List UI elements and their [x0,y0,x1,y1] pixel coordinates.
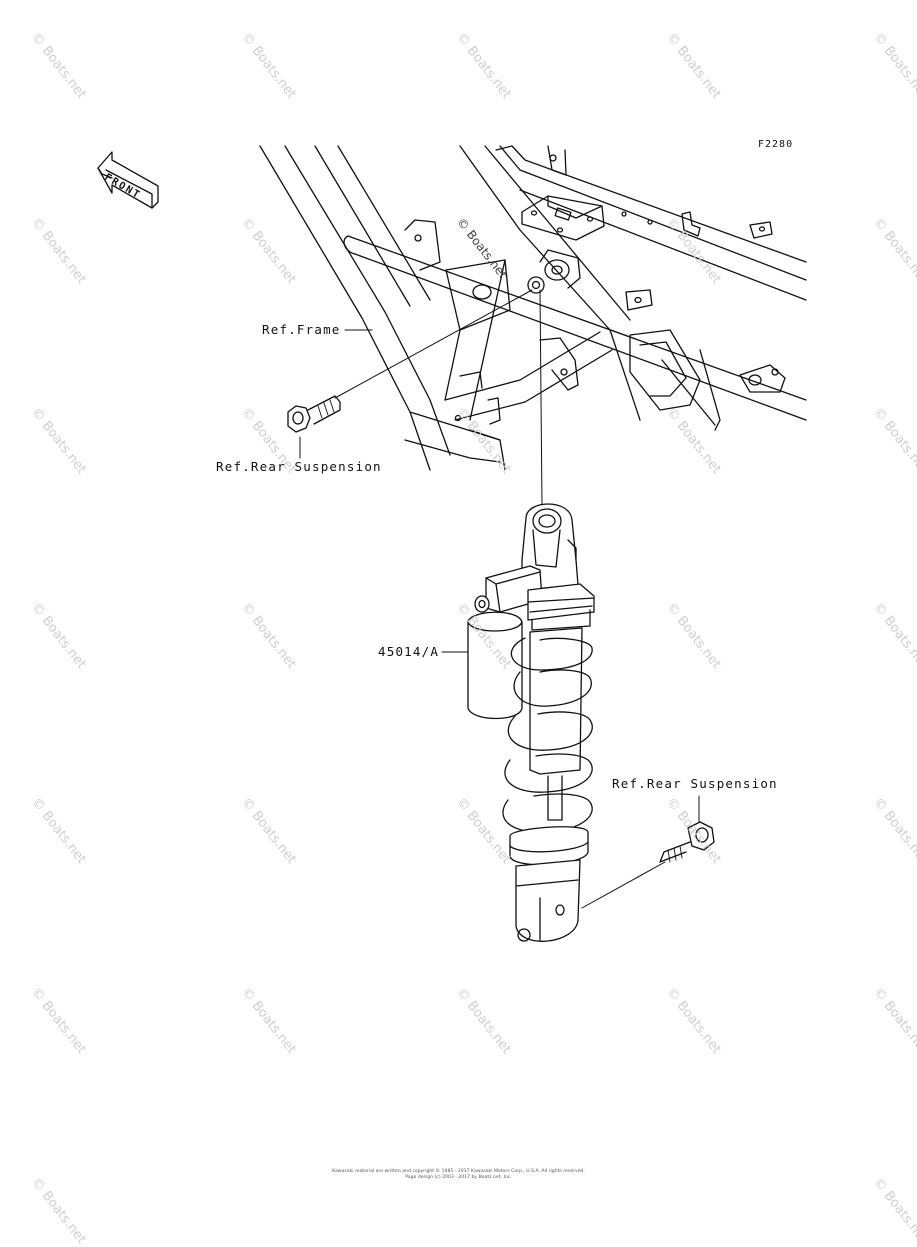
label-ref-rear-suspension-bottom[interactable]: Ref.Rear Suspension [612,776,778,791]
label-ref-frame[interactable]: Ref.Frame [262,322,341,337]
leader-lines [299,289,700,909]
label-part-45014-a[interactable]: 45014/A [378,644,440,659]
parts-diagram: © Boats.net © Boats.net © Boats.net © Bo… [0,30,917,1247]
figure-code: F2280 [758,139,794,150]
diagram-drawing [97,145,807,942]
label-ref-rear-suspension-top[interactable]: Ref.Rear Suspension [216,459,382,474]
frame-bolt [287,395,341,433]
frame-drawing [259,145,807,471]
footer-copyright: Kawasaki material are written and copyri… [0,1169,917,1181]
footer-line-1: Kawasaki material are written and copyri… [332,1169,585,1174]
shock-absorber-drawing [467,503,595,942]
lower-bolt [659,821,715,863]
footer-line-2: Page design (c) 2003 - 2017 by Boats.net… [405,1175,512,1180]
front-arrow-icon [97,151,159,209]
